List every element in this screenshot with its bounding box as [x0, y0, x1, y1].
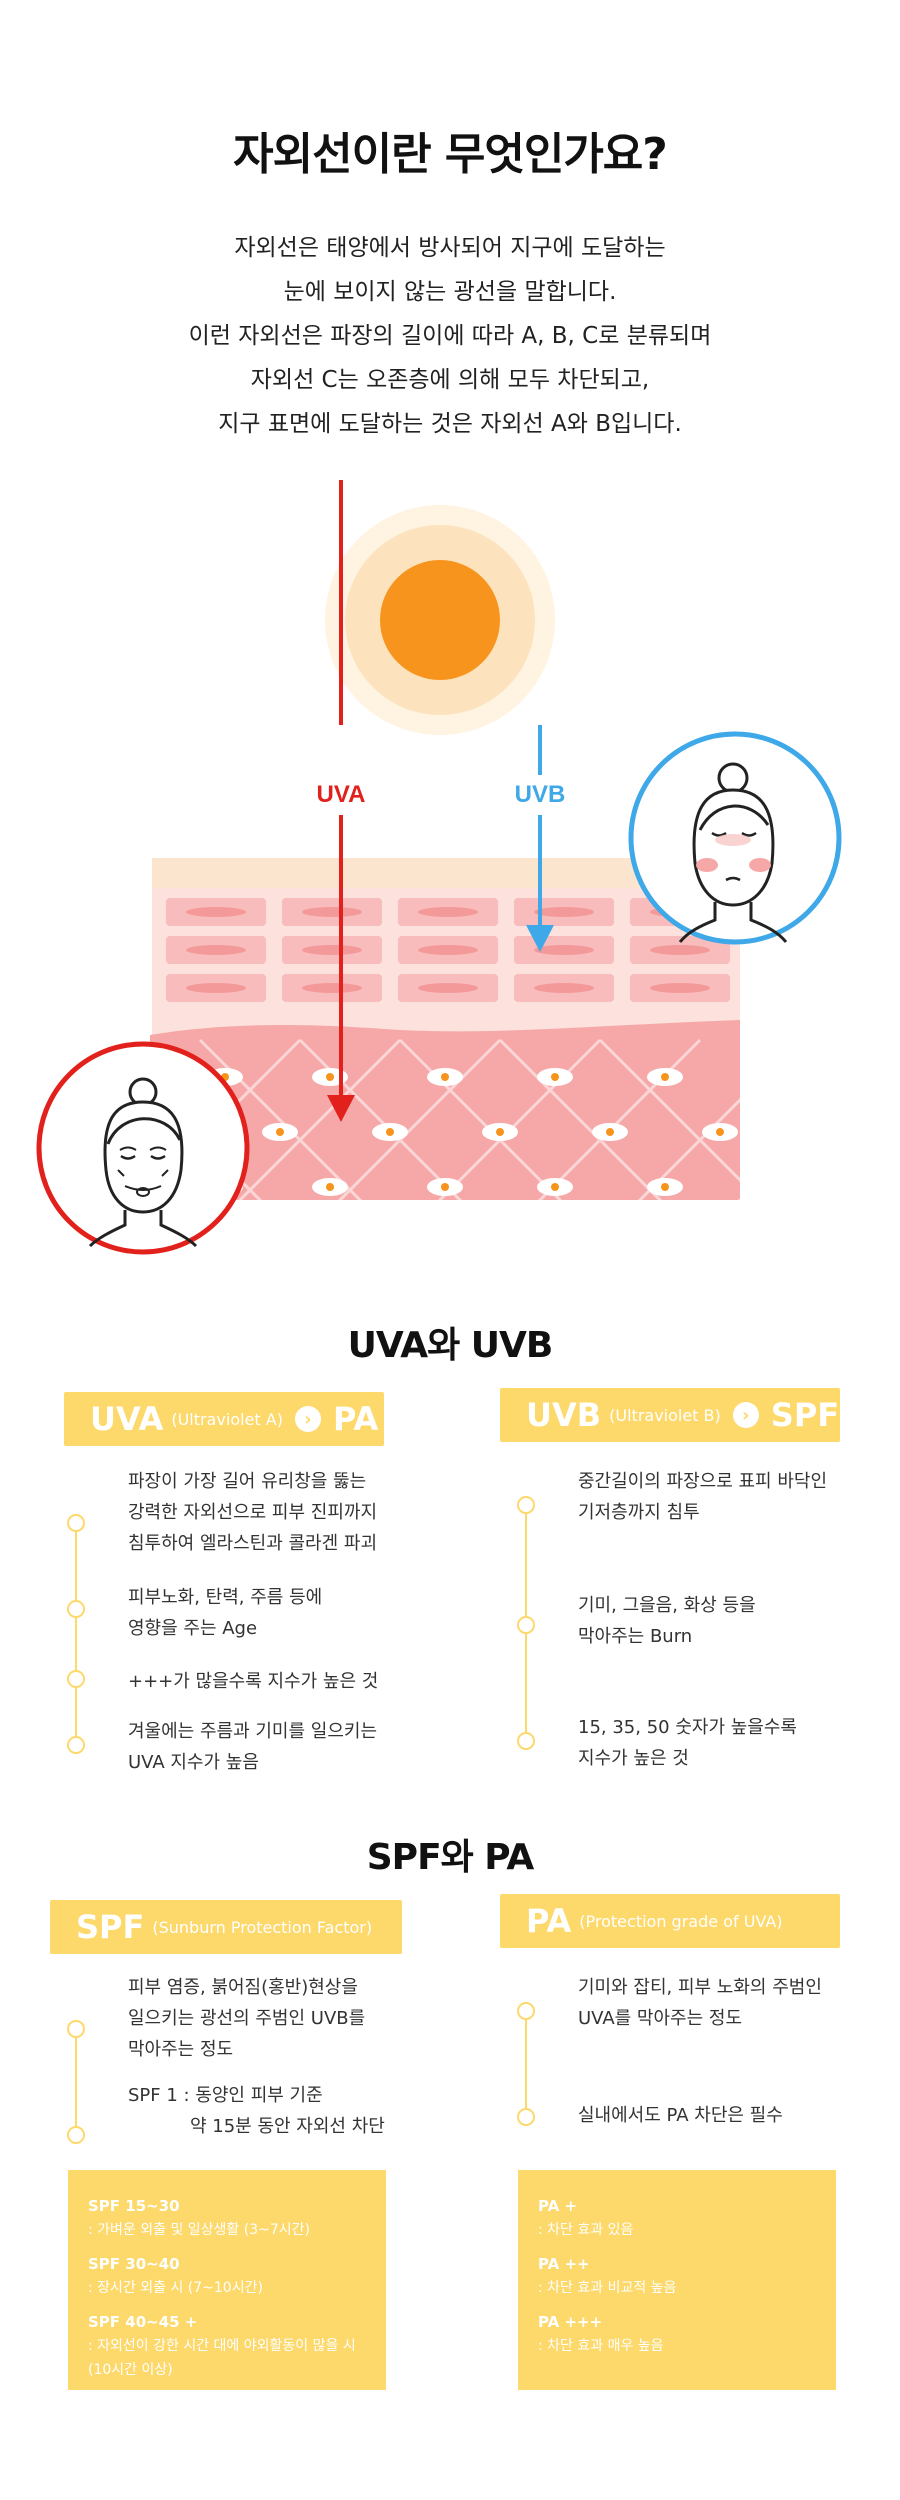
aged-face-icon [36, 1041, 250, 1255]
pa-level: PA +++ : 차단 효과 매우 높음 [538, 2313, 664, 2354]
timeline-dot [517, 1496, 535, 1514]
pa-banner-sublabel: (Protection grade of UVA) [579, 1911, 783, 1931]
uvb-banner-sublabel: (Ultraviolet B) [609, 1405, 721, 1425]
timeline-dot [517, 1732, 535, 1750]
spf-level: SPF 15~30 : 가벼운 외출 및 일상생활 (3~7시간) [88, 2197, 310, 2238]
uvb-item: 15, 35, 50 숫자가 높을수록 지수가 높은 것 [578, 1717, 797, 1769]
pa-item: 기미와 잡티, 피부 노화의 주범인 UVA를 막아주는 정도 [578, 1977, 822, 2029]
timeline-dot [67, 1736, 85, 1754]
uva-banner-label: UVA [90, 1400, 164, 1438]
spf-level: SPF 40~45 + : 자외선이 강한 시간 대에 야외활동이 많을 시 (… [88, 2313, 356, 2378]
pa-level: PA + : 차단 효과 있음 [538, 2197, 634, 2238]
pa-timeline-line [525, 2012, 527, 2116]
uvb-arrow [526, 725, 554, 952]
uvb-banner-label: UVB [526, 1396, 602, 1434]
spf-item: SPF 1 : 동양인 피부 기준 약 15분 동안 자외선 차단 [128, 2085, 385, 2137]
intro-line: 자외선 C는 오존층에 의해 모두 차단되고, [250, 367, 650, 393]
page-title: 자외선이란 무엇인가요? [233, 129, 668, 180]
uva-arrow [327, 480, 355, 1122]
timeline-dot [67, 1600, 85, 1618]
intro-line: 자외선은 태양에서 방사되어 지구에 도달하는 [234, 235, 666, 261]
uva-item: 파장이 가장 길어 유리창을 뚫는 강력한 자외선으로 피부 진피까지 침투하여… [128, 1471, 378, 1554]
uva-timeline-line [75, 1523, 77, 1745]
uvb-label: UVB [515, 781, 566, 808]
spf-banner-label: SPF [76, 1908, 145, 1946]
timeline-dot [67, 1514, 85, 1532]
uvb-banner: UVB (Ultraviolet B) › SPF [500, 1388, 840, 1442]
intro-line: 눈에 보이지 않는 광선을 말합니다. [283, 279, 617, 305]
spf-level: SPF 30~40 : 장시간 외출 시 (7~10시간) [88, 2255, 263, 2296]
pa-banner: PA (Protection grade of UVA) [500, 1894, 840, 1948]
sun-icon [325, 505, 555, 735]
intro-paragraph: 자외선은 태양에서 방사되어 지구에 도달하는 눈에 보이지 않는 광선을 말합… [100, 226, 800, 446]
section-title-spf-pa: SPF와 PA [366, 1837, 535, 1878]
spf-banner-sublabel: (Sunburn Protection Factor) [152, 1917, 373, 1937]
uvb-item: 기미, 그을음, 화상 등을 막아주는 Burn [578, 1595, 756, 1647]
section-title-uva-uvb: UVA와 UVB [347, 1325, 554, 1366]
chevron-right-icon: › [732, 1402, 759, 1428]
spf-level-box: SPF 15~30 : 가벼운 외출 및 일상생활 (3~7시간) SPF 30… [68, 2170, 386, 2390]
intro-line: 지구 표면에 도달하는 것은 자외선 A와 B입니다. [218, 411, 682, 437]
uvb-item: 중간길이의 파장으로 표피 바닥인 기저층까지 침투 [578, 1471, 828, 1523]
skin-cross-section [150, 858, 740, 1200]
uva-banner-sublabel: (Ultraviolet A) [171, 1409, 283, 1429]
chevron-right-icon: › [294, 1406, 321, 1432]
uv-skin-illustration: UVA UVB [36, 480, 842, 1255]
timeline-dot [67, 1670, 85, 1688]
sunburned-face-icon [628, 731, 842, 945]
timeline-dot [67, 2126, 85, 2144]
uva-banner: UVA (Ultraviolet A) › PA [64, 1392, 384, 1446]
intro-line: 이런 자외선은 파장의 길이에 따라 A, B, C로 분류되며 [188, 323, 712, 349]
uvb-banner-target: SPF [770, 1396, 840, 1434]
spf-timeline-line [75, 2030, 77, 2138]
timeline-dot [517, 2002, 535, 2020]
pa-level-box: PA + : 차단 효과 있음 PA ++ : 차단 효과 비교적 높음 PA … [518, 2170, 836, 2390]
timeline-dot [517, 1616, 535, 1634]
uva-item: 겨울에는 주름과 기미를 일으키는 UVA 지수가 높음 [128, 1721, 378, 1773]
pa-banner-label: PA [526, 1902, 572, 1940]
timeline-dot [517, 2108, 535, 2126]
spf-banner: SPF (Sunburn Protection Factor) [50, 1900, 402, 1954]
spf-item: 피부 염증, 붉어짐(홍반)현상을 일으키는 광선의 주범인 UVB를 막아주는… [128, 1977, 366, 2060]
dermis-layer [150, 1020, 740, 1200]
uva-banner-target: PA [332, 1400, 379, 1438]
pa-item: 실내에서도 PA 차단은 필수 [578, 2105, 783, 2126]
uva-label: UVA [317, 781, 366, 808]
uva-item: 피부노화, 탄력, 주름 등에 영향을 주는 Age [128, 1587, 323, 1639]
uva-item: +++가 많을수록 지수가 높은 것 [128, 1671, 379, 1692]
pa-level: PA ++ : 차단 효과 비교적 높음 [538, 2255, 677, 2296]
timeline-dot [67, 2020, 85, 2038]
